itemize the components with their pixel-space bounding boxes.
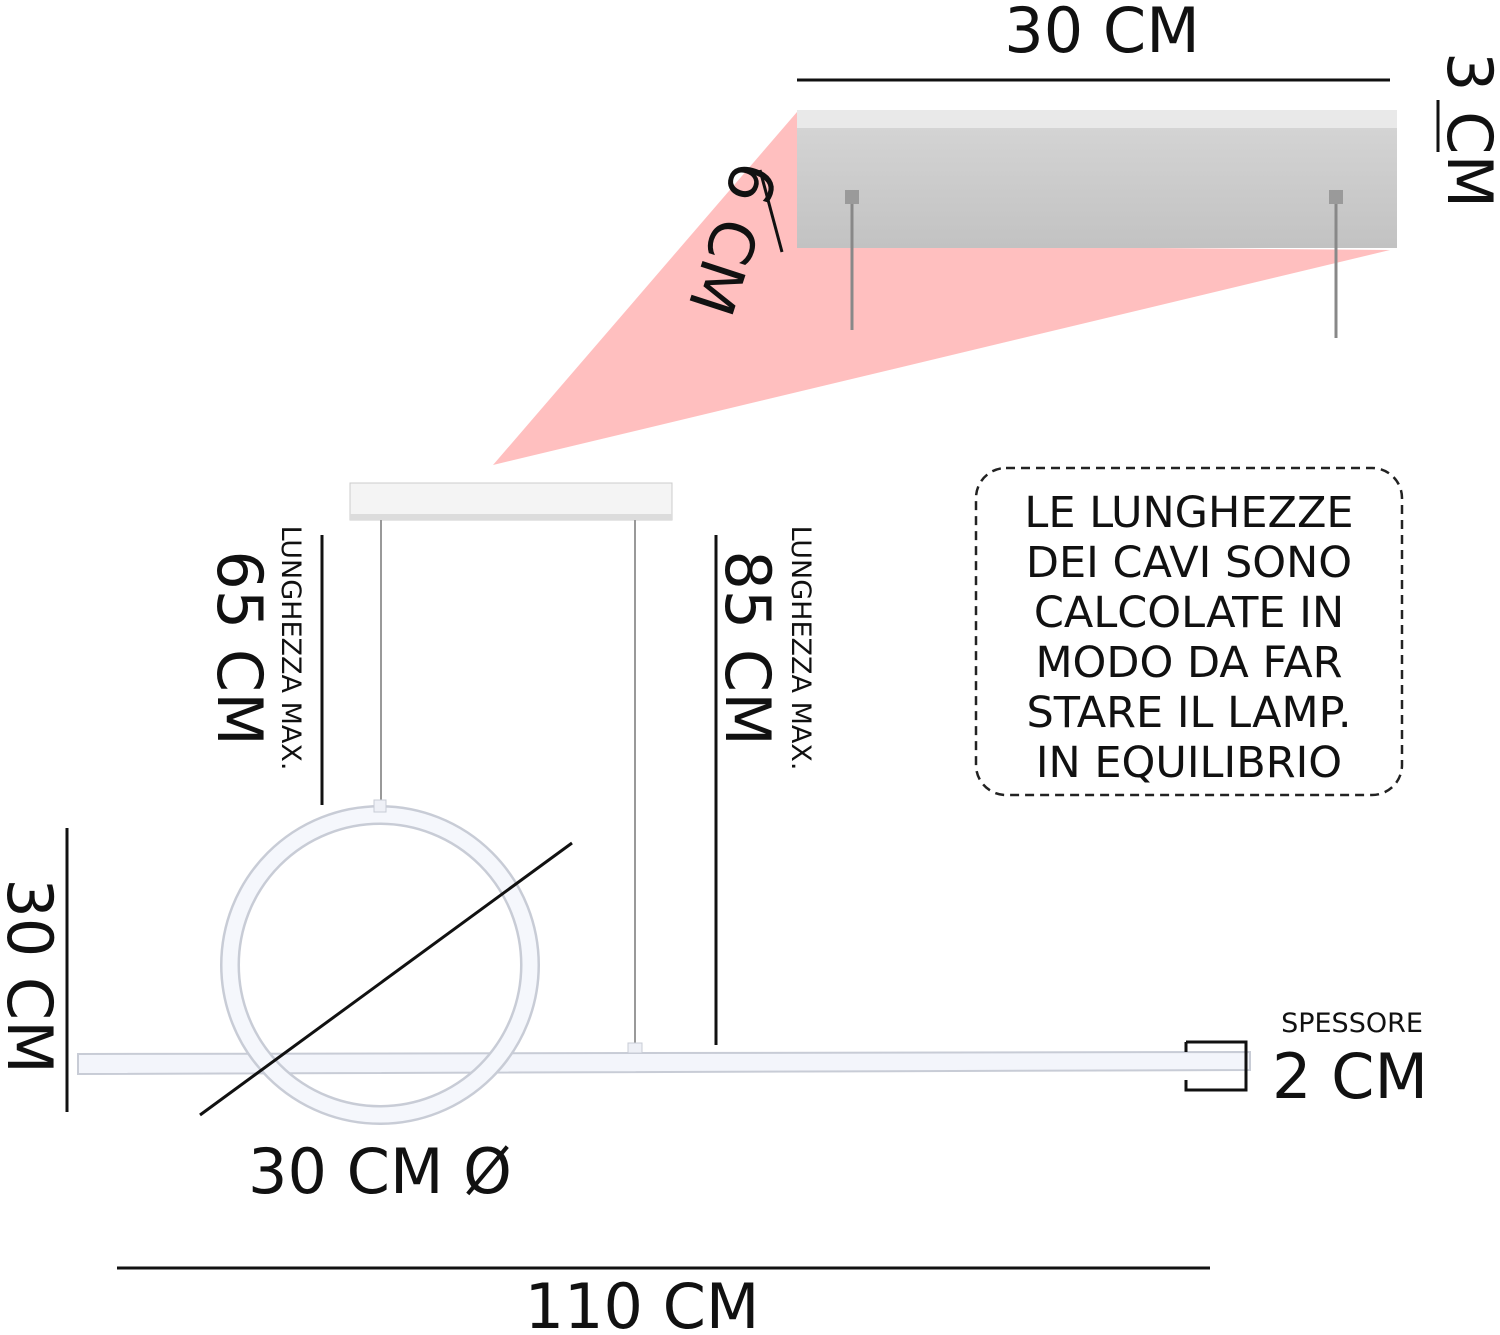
ring-height-label: 30 CM [0, 878, 66, 1073]
thickness-label: SPESSORE [1281, 1008, 1423, 1039]
canopy-length-label: 30 CM [1004, 0, 1199, 67]
zoom-projection [493, 112, 1390, 465]
thickness-bracket [1184, 1040, 1248, 1092]
note-line: DEI CAVI SONO [1026, 538, 1352, 588]
canopy-depth-line [758, 169, 784, 253]
canopy-enlarged [797, 110, 1397, 338]
note-line: IN EQUILIBRIO [1036, 738, 1342, 788]
cable-balance-note: LE LUNGHEZZE DEI CAVI SONO CALCOLATE IN … [974, 466, 1404, 797]
note-line: LE LUNGHEZZE [1024, 488, 1353, 538]
cable-right-label: LUNGHEZZA MAX. [785, 526, 816, 771]
lamp-ring [220, 799, 540, 1125]
cable-right-length: 85 CM [711, 550, 784, 745]
cable-left-label: LUNGHEZZA MAX. [275, 526, 306, 771]
note-line: CALCOLATE IN [1034, 588, 1344, 638]
canopy [349, 482, 673, 521]
cable-left-length: 65 CM [203, 550, 276, 745]
lamp-bar [77, 1042, 1251, 1076]
canopy-height-label: 3 CM [1433, 52, 1500, 208]
total-length-label: 110 CM [525, 1270, 760, 1335]
ring-diameter-label: 30 CM Ø [248, 1135, 512, 1208]
note-line: MODO DA FAR [1035, 638, 1342, 688]
ring-diameter-line [199, 841, 573, 1117]
thickness-value: 2 CM [1272, 1040, 1428, 1113]
note-line: STARE IL LAMP. [1026, 688, 1351, 738]
